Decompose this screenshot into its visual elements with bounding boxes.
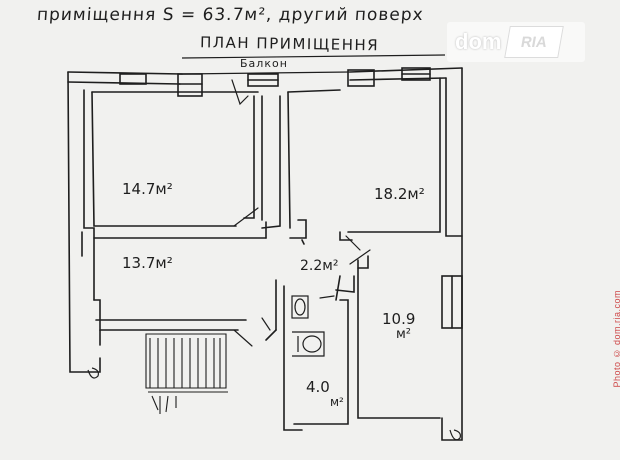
watermark-logo: dom RIA (447, 22, 585, 62)
balcony-line (181, 71, 351, 75)
walls (67, 67, 463, 441)
plan-title-underline (181, 54, 446, 59)
room-area-number: 4.0 (306, 378, 330, 396)
header-text: приміщення S = 63.7м², другий поверх (36, 5, 424, 25)
watermark-brand: dom (455, 29, 502, 54)
room-area-label: 2.2м² (300, 258, 338, 274)
room-area-label: 14.7м² (122, 180, 173, 198)
room-area-label: 13.7м² (122, 254, 173, 272)
room-area-label: 18.2м² (374, 185, 425, 203)
watermark-partner: RIA (504, 26, 565, 58)
room-area-unit: м² (396, 327, 411, 342)
photo-credit: Photo © dom.ria.com (612, 290, 620, 388)
column-markers (87, 367, 461, 441)
balcony-label: Балкон (240, 57, 288, 70)
room-area-unit: м² (330, 395, 344, 409)
staircase (145, 333, 228, 414)
bathroom-fixtures (291, 295, 325, 357)
plan-title: ПЛАН ПРИМІЩЕННЯ (200, 33, 379, 54)
room-area-number: 10.9 (382, 310, 415, 328)
